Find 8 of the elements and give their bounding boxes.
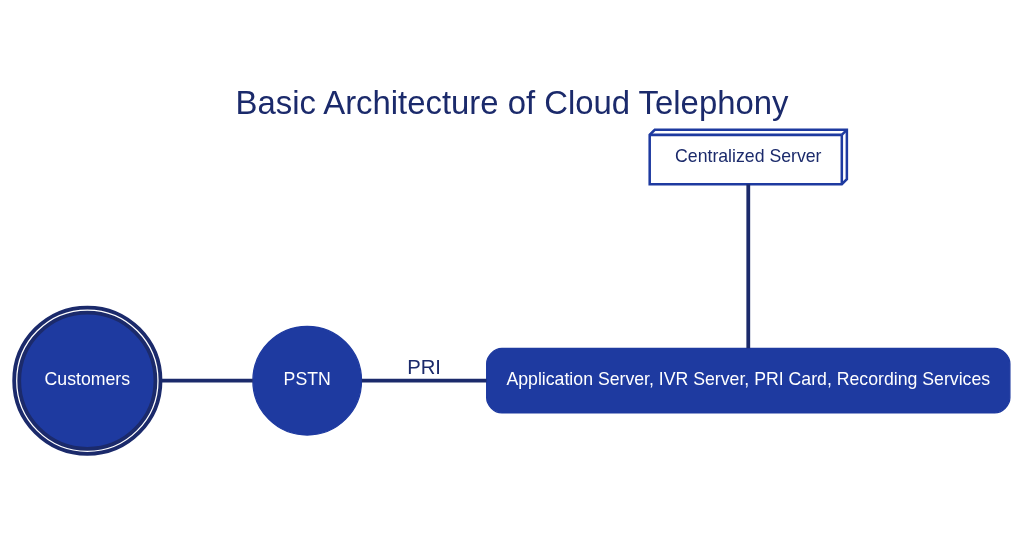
connector [160, 378, 253, 383]
connector [361, 378, 487, 383]
edge-label: PRI [407, 355, 441, 378]
connector [746, 183, 751, 348]
node-box: Application Server, IVR Server, PRI Card, Recording Services [486, 347, 1011, 414]
node-circle: PSTN [252, 325, 363, 436]
node-circle: Customers [12, 305, 163, 456]
diagram-title: Basic Architecture of Cloud Telephony [235, 83, 789, 121]
